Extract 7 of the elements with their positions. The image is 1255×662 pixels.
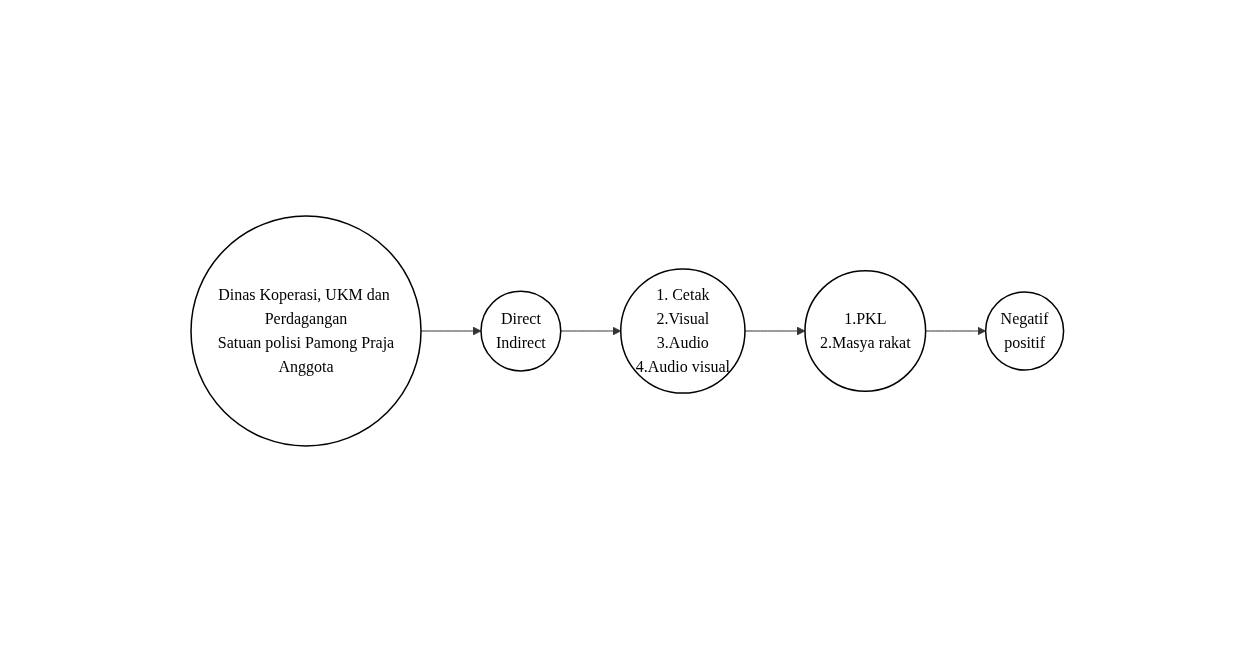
node-circle: Direct Indirect xyxy=(480,290,562,372)
node-circle: 1. Cetak 2.Visual 3.Audio 4.Audio visual xyxy=(620,268,746,394)
node-circle: Dinas Koperasi, UKM dan Perdagangan Satuan polisi Pamong Praja Anggota xyxy=(190,215,422,447)
arrow xyxy=(925,326,987,336)
node-circle: 1.PKL 2.Masya rakat xyxy=(804,269,927,393)
node-circle: Negatif positif xyxy=(985,291,1065,371)
arrow xyxy=(560,326,622,336)
